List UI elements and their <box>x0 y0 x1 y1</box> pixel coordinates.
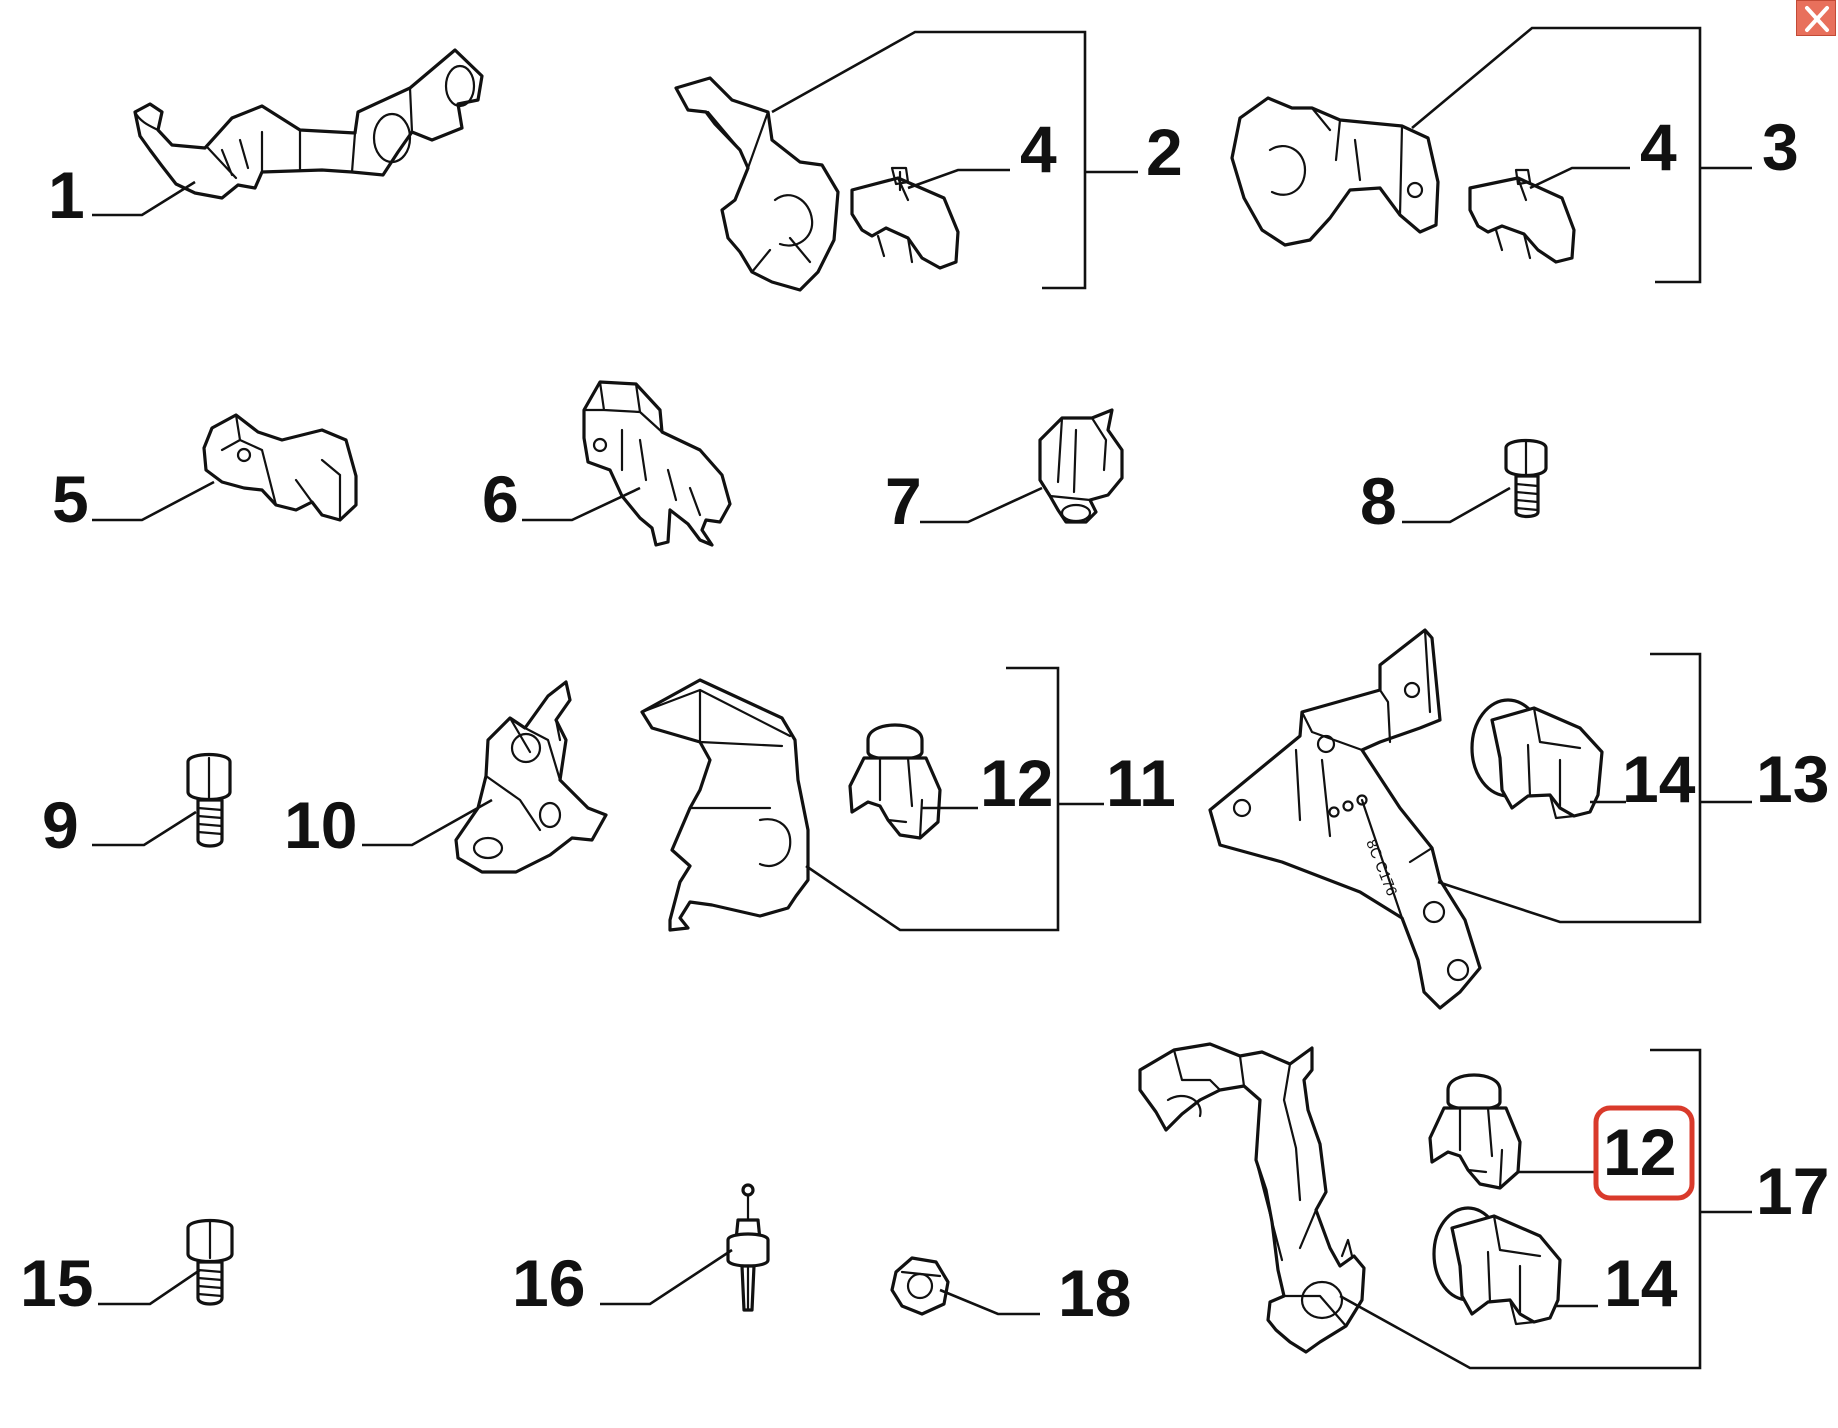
leader-4a <box>907 168 1010 190</box>
leader-6 <box>522 486 641 522</box>
part-4-clip-a[interactable] <box>850 166 960 270</box>
leader-13-bracket <box>1437 652 1702 924</box>
callout-4a: 4 <box>1020 112 1057 186</box>
leader-8 <box>1402 486 1511 524</box>
close-icon <box>1805 6 1829 32</box>
leader-5 <box>92 480 215 522</box>
part-13-bracket[interactable]: 8C C176 <box>1208 628 1482 1010</box>
leader-3-bracket <box>1411 26 1702 284</box>
leader-15 <box>98 1268 201 1306</box>
part-9-bolt[interactable] <box>186 752 232 848</box>
part-6-connector-holder[interactable] <box>582 380 732 547</box>
part-14-clip-b[interactable] <box>1432 1206 1562 1326</box>
callout-13: 13 <box>1756 742 1829 816</box>
callout-8: 8 <box>1360 464 1397 538</box>
leader-17-bracket <box>1339 1048 1702 1370</box>
callout-17: 17 <box>1756 1154 1829 1228</box>
callout-5: 5 <box>52 462 89 536</box>
part-5-clip[interactable] <box>202 413 358 522</box>
callout-16: 16 <box>512 1246 585 1320</box>
leader-4b <box>1529 166 1630 190</box>
callout-12a: 12 <box>980 746 1053 820</box>
leader-11-bracket <box>805 666 1060 932</box>
callout-11: 11 <box>1106 746 1176 820</box>
callout-9: 9 <box>42 788 79 862</box>
callout-18: 18 <box>1058 1256 1131 1330</box>
leader-10 <box>362 798 493 847</box>
close-button[interactable] <box>1796 0 1836 36</box>
part-14-clip-a[interactable] <box>1470 698 1604 820</box>
callout-6: 6 <box>482 462 519 536</box>
callout-7: 7 <box>885 464 922 538</box>
callout-14a: 14 <box>1622 742 1696 816</box>
part-1-cable-bracket[interactable] <box>133 48 484 200</box>
callout-15: 15 <box>20 1246 93 1320</box>
callout-10: 10 <box>284 788 357 862</box>
leader-2-bracket <box>771 30 1087 290</box>
part-10-bracket[interactable] <box>454 680 608 874</box>
callout-1: 1 <box>48 158 85 232</box>
part-18-nut[interactable] <box>890 1256 950 1316</box>
part-3-bracket[interactable] <box>1230 96 1440 247</box>
callout-12b[interactable]: 12 <box>1603 1115 1676 1189</box>
part-17-bracket[interactable] <box>1138 1042 1366 1354</box>
part-8-bolt[interactable] <box>1504 438 1548 519</box>
part-11-bracket[interactable] <box>640 678 810 932</box>
part-15-bolt[interactable] <box>186 1218 234 1306</box>
leader-9 <box>92 810 197 847</box>
callout-3: 3 <box>1762 110 1799 184</box>
part-12-clip-a[interactable] <box>848 723 942 840</box>
leader-1 <box>92 180 196 217</box>
leader-16 <box>600 1248 733 1306</box>
part-4-clip-b[interactable] <box>1468 168 1576 264</box>
leader-7 <box>920 486 1043 524</box>
callout-14b: 14 <box>1604 1246 1678 1320</box>
part-16-pin-clip[interactable] <box>726 1183 770 1312</box>
part-7-clip[interactable] <box>1038 408 1124 524</box>
leader-18 <box>939 1288 1040 1316</box>
part-12-clip-b[interactable] <box>1428 1073 1522 1190</box>
callout-2: 2 <box>1146 115 1183 189</box>
part-2-bracket[interactable] <box>674 76 840 292</box>
callout-4b: 4 <box>1640 110 1677 184</box>
callout-12-highlight-box[interactable] <box>1593 1105 1695 1201</box>
